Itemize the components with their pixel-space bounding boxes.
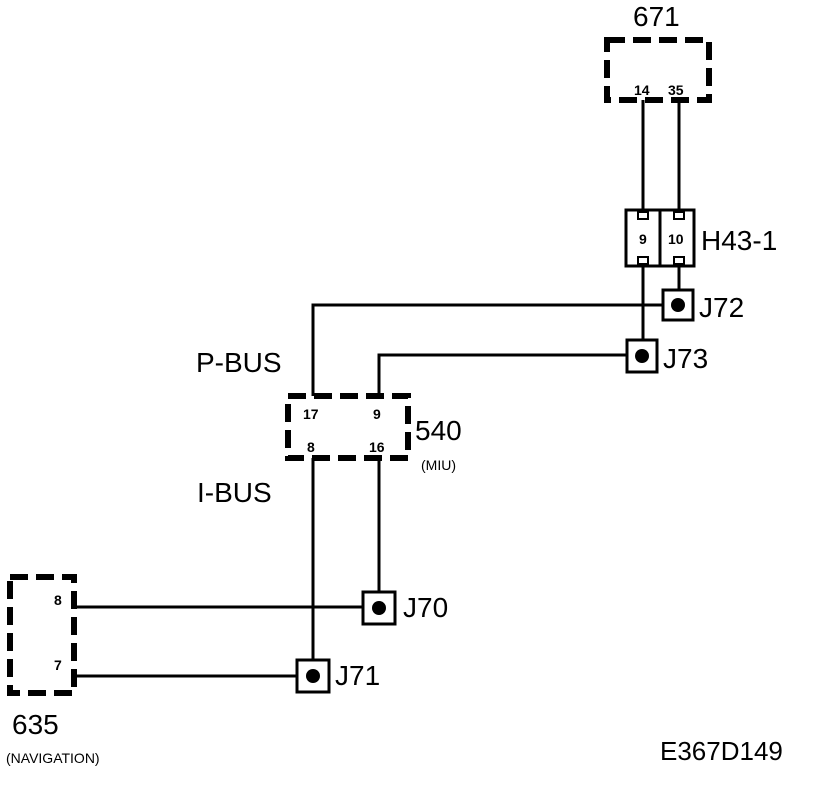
- module-635-pin-8: 8: [54, 592, 62, 608]
- p-bus-label: P-BUS: [196, 347, 282, 378]
- splice-j71-label: J71: [335, 660, 380, 691]
- splice-j73-dot: [635, 349, 649, 363]
- h43-1-name: H43-1: [701, 225, 777, 256]
- wire-j73-to-540-9: [377, 353, 627, 396]
- module-671-number: 671: [633, 1, 680, 32]
- wires: [74, 100, 681, 678]
- wire-j72-to-540-17: [311, 303, 663, 396]
- module-671-pin-14: 14: [634, 82, 650, 98]
- h43-1-pin-9: 9: [639, 231, 647, 247]
- h43-1-terminal-10-top: [673, 211, 685, 220]
- module-540: 17 9 8 16 540 (MIU): [285, 393, 462, 473]
- splice-j73-label: J73: [663, 343, 708, 374]
- splice-j72-label: J72: [699, 292, 744, 323]
- module-540-number: 540: [415, 415, 462, 446]
- module-671-pin-35: 35: [668, 82, 684, 98]
- module-635: 8 7 635 (NAVIGATION): [6, 574, 100, 766]
- module-671-box: [604, 37, 712, 103]
- module-540-pin-8: 8: [307, 439, 315, 455]
- module-540-pin-16: 16: [369, 439, 385, 455]
- splice-j72-dot: [671, 298, 685, 312]
- splice-j70-dot: [372, 601, 386, 615]
- module-540-pin-17: 17: [303, 406, 319, 422]
- module-540-pin-9: 9: [373, 406, 381, 422]
- module-635-number: 635: [12, 709, 59, 740]
- diagram-id: E367D149: [660, 736, 783, 766]
- splice-j73: J73: [625, 338, 708, 374]
- h43-1-pin-10: 10: [668, 231, 684, 247]
- h43-1-terminal-10-bottom: [673, 256, 685, 265]
- splice-j73-box: [625, 338, 659, 374]
- module-635-box: [7, 574, 77, 696]
- splice-j71-dot: [306, 669, 320, 683]
- splice-j70: J70: [361, 590, 448, 626]
- i-bus-label: I-BUS: [197, 477, 272, 508]
- h43-1-terminal-9-top: [637, 211, 649, 220]
- module-635-subtitle: (NAVIGATION): [6, 750, 100, 766]
- inline-connector-h43-1: 9 10 H43-1: [624, 208, 777, 268]
- module-635-pin-7: 7: [54, 657, 62, 673]
- splice-j70-label: J70: [403, 592, 448, 623]
- module-540-box: [285, 393, 411, 461]
- module-671: 671 14 35: [604, 1, 712, 103]
- splice-j72: J72: [661, 288, 744, 323]
- h43-1-terminal-9-bottom: [637, 256, 649, 265]
- splice-j71: J71: [295, 658, 380, 694]
- module-540-subtitle: (MIU): [421, 457, 456, 473]
